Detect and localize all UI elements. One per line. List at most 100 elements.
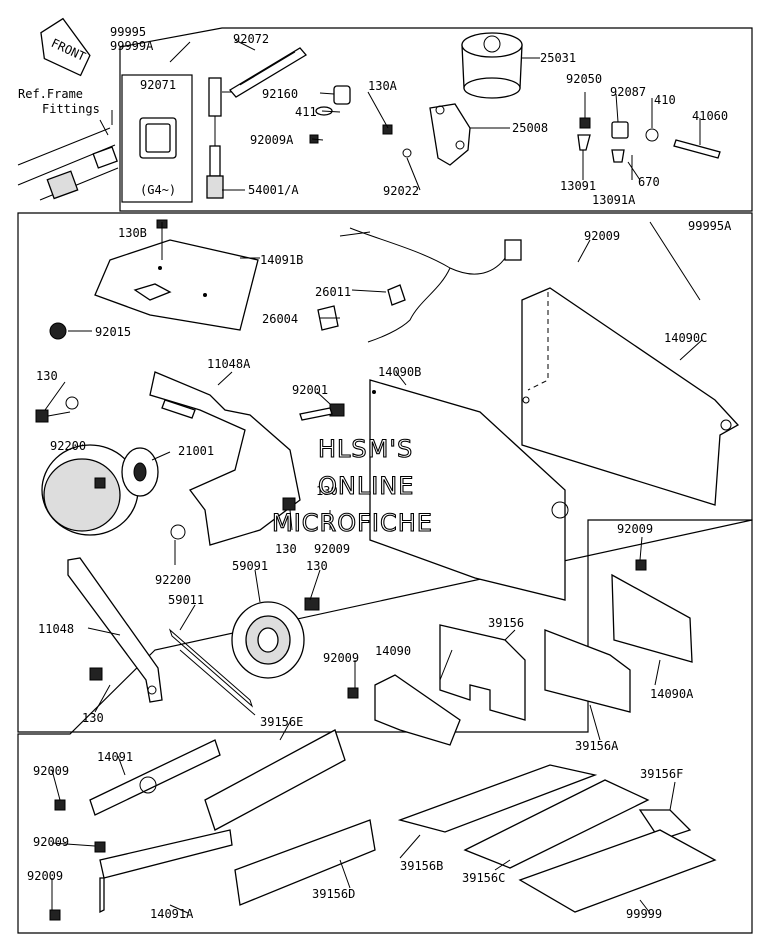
label-11048A: 11048A	[207, 357, 251, 371]
label-92009A: 92009A	[250, 133, 294, 147]
meter-bracket-part	[382, 103, 471, 166]
label-92009-b: 92009	[314, 542, 350, 556]
label-26004: 26004	[262, 312, 298, 326]
shield-14090B	[369, 379, 569, 601]
cover-plate-part	[94, 239, 259, 331]
label-130-e: 130	[82, 711, 104, 725]
front-arrow-icon: FRONT	[40, 17, 91, 77]
label-130A: 130A	[368, 79, 398, 93]
bracket-14091	[54, 739, 221, 816]
label-41060: 41060	[692, 109, 728, 123]
pad-39156A	[544, 629, 631, 713]
long-bolt-92001	[299, 403, 345, 421]
label-92200-a: 92200	[50, 439, 86, 453]
label-14091B: 14091B	[260, 253, 303, 267]
sheet-39156B	[397, 764, 598, 833]
label-21001: 21001	[178, 444, 214, 458]
label-13091: 13091	[560, 179, 596, 193]
label-92009-c: 92009	[617, 522, 653, 536]
label-92009-f: 92009	[33, 835, 69, 849]
label-14091: 14091	[97, 750, 133, 764]
label-411: 411	[295, 105, 317, 119]
label-59091: 59091	[232, 559, 268, 573]
pad-39156D	[234, 819, 376, 906]
label-39156C: 39156C	[462, 871, 505, 885]
label-92009-e: 92009	[33, 764, 69, 778]
label-92009-g: 92009	[27, 869, 63, 883]
label-130B: 130B	[118, 226, 147, 240]
label-410: 410	[654, 93, 676, 107]
label-11048: 11048	[38, 622, 74, 636]
label-14090: 14090	[375, 644, 411, 658]
label-670: 670	[638, 175, 660, 189]
bracket-14091A	[49, 829, 233, 921]
gear-assy-part	[577, 117, 721, 163]
bolt-130-lower	[282, 497, 320, 611]
label-25008: 25008	[512, 121, 548, 135]
label-92160: 92160	[262, 87, 298, 101]
bottom-kit-frame	[17, 519, 753, 934]
top-kit-frame	[119, 27, 753, 212]
label-39156B: 39156B	[400, 859, 443, 873]
label-14090B: 14090B	[378, 365, 421, 379]
label-92022: 92022	[383, 184, 419, 198]
frame-fitting-sketch	[17, 119, 119, 201]
nut-92015	[49, 322, 67, 340]
cover-14090	[347, 674, 461, 746]
label-99999: 99999	[626, 907, 662, 921]
g4-subframe	[121, 74, 193, 203]
wire-harness-part	[339, 227, 522, 343]
label-130-c: 130	[275, 542, 297, 556]
label-39156D: 39156D	[312, 887, 355, 901]
sheet-99999	[518, 829, 717, 913]
watermark-line-1: HLSM'S	[318, 435, 413, 463]
label-99995A: 99995A	[688, 219, 732, 233]
meter-cable-part	[206, 77, 224, 199]
label-39156E: 39156E	[260, 715, 303, 729]
washer-92200	[170, 524, 186, 540]
middle-kit-frame	[17, 212, 753, 733]
label-92015: 92015	[95, 325, 131, 339]
grommet-part	[139, 117, 177, 159]
label-14090C: 14090C	[664, 331, 707, 345]
watermark-line-3: MICROFICHE	[272, 509, 433, 537]
label-25031: 25031	[540, 51, 576, 65]
ref-frame-label-1: Ref.Frame	[18, 87, 83, 101]
adjuster-11048	[67, 557, 163, 703]
label-39156: 39156	[488, 616, 524, 630]
label-130-d: 130	[306, 559, 328, 573]
label-92072: 92072	[233, 32, 269, 46]
label-99999A: 99999A	[110, 39, 154, 53]
label-14090A: 14090A	[650, 687, 694, 701]
sheet-39156F	[638, 809, 692, 841]
cover-14090C	[521, 287, 740, 506]
label-92050: 92050	[566, 72, 602, 86]
alternator-part	[41, 444, 159, 536]
bracket-11048A	[149, 371, 301, 546]
label-39156F: 39156F	[640, 767, 683, 781]
label-26011: 26011	[315, 285, 351, 299]
label-39156A: 39156A	[575, 739, 619, 753]
label-92071: 92071	[140, 78, 176, 92]
label-92200-b: 92200	[155, 573, 191, 587]
g4-note: (G4~)	[140, 183, 176, 197]
sheet-39156C	[463, 779, 650, 869]
label-92087: 92087	[610, 85, 646, 99]
label-14091A: 14091A	[150, 907, 194, 921]
belt-59011	[168, 628, 256, 716]
pad-39156	[439, 624, 526, 721]
label-92009-d: 92009	[323, 651, 359, 665]
label-99995: 99995	[110, 25, 146, 39]
cable-tie-part	[229, 47, 307, 98]
label-92009-a: 92009	[584, 229, 620, 243]
label-13091A: 13091A	[592, 193, 636, 207]
label-130-a: 130	[36, 369, 58, 383]
watermark-line-2: ONLINE	[318, 472, 414, 500]
pulley-59091	[231, 601, 305, 679]
hour-meter-part	[461, 32, 523, 99]
bolt-130-left	[35, 396, 79, 423]
pad-39156E	[204, 729, 346, 831]
label-59011: 59011	[168, 593, 204, 607]
label-92001: 92001	[292, 383, 328, 397]
